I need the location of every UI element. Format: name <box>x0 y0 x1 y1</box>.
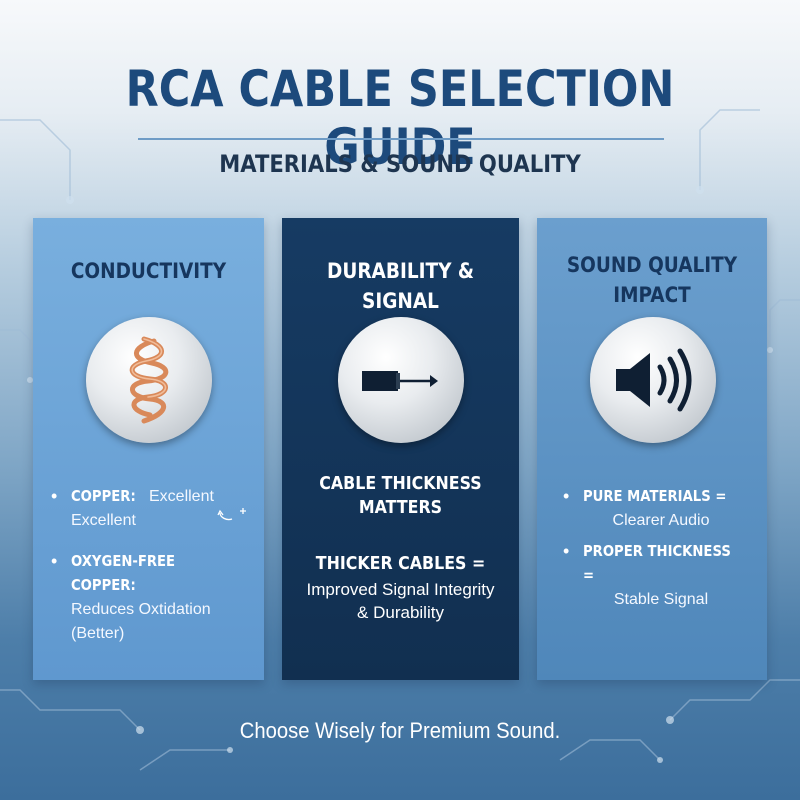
conductivity-heading: CONDUCTIVITY <box>70 259 227 283</box>
sound-quality-icon-disc <box>590 317 716 443</box>
copper-value: Excellent <box>149 488 214 505</box>
ofc-label: OXYGEN-FREE COPPER: <box>71 552 176 594</box>
sound-quality-list: PURE MATERIALS = Clearer Audio PROPER TH… <box>561 484 761 618</box>
sound-quality-heading: SOUND QUALITY IMPACT <box>551 250 753 310</box>
thicker-cables-line-2: & Durability <box>357 603 444 622</box>
pure-materials-label: PURE MATERIALS = <box>583 487 727 505</box>
conductivity-panel: CONDUCTIVITY COPPER: Excellent Excellent… <box>33 218 264 680</box>
thicker-cables-text: Improved Signal Integrity & Durability <box>282 578 519 624</box>
copper-value-2: Excellent <box>71 512 136 529</box>
copper-label: COPPER: <box>71 487 136 505</box>
curved-arrow-icon <box>217 508 246 521</box>
copper-coil-icon <box>129 336 169 424</box>
cable-thickness-line-1: CABLE THICKNESS <box>319 473 482 494</box>
proper-thickness-label: PROPER THICKNESS = <box>583 542 731 584</box>
ofc-value: Reduces Oxtidation (Better) <box>71 601 211 642</box>
proper-thickness-value: Stable Signal <box>613 591 709 608</box>
list-item: COPPER: Excellent Excellent <box>49 484 259 533</box>
thicker-cables-heading: THICKER CABLES = <box>315 553 486 574</box>
sound-quality-heading-line-2: IMPACT <box>613 283 691 307</box>
title-divider <box>138 138 664 140</box>
durability-icon-disc <box>338 317 464 443</box>
speaker-icon <box>616 348 692 412</box>
page-subtitle: MATERIALS & SOUND QUALITY <box>219 150 581 178</box>
thicker-cables-line-1: Improved Signal Integrity <box>306 580 495 599</box>
durability-panel: DURABILITY & SIGNAL CABLE THICKNESS MATT… <box>282 218 519 680</box>
conductivity-icon-disc <box>86 317 212 443</box>
list-item: PURE MATERIALS = Clearer Audio <box>561 484 761 533</box>
list-item: PROPER THICKNESS = Stable Signal <box>561 539 761 612</box>
conductivity-list: COPPER: Excellent Excellent OXYGEN-FREE … <box>49 484 259 662</box>
footer-tagline: Choose Wisely for Premium Sound. <box>239 718 561 743</box>
cable-thickness-line-2: MATTERS <box>358 497 443 518</box>
pure-materials-value: Clearer Audio <box>612 512 710 529</box>
cable-thickness-heading: CABLE THICKNESS MATTERS <box>296 472 505 520</box>
list-item: OXYGEN-FREE COPPER: Reduces Oxtidation (… <box>49 549 259 646</box>
cable-arrow-icon <box>362 371 438 391</box>
durability-heading: DURABILITY & SIGNAL <box>326 259 475 313</box>
sound-quality-panel: SOUND QUALITY IMPACT PURE MATERIALS = Cl… <box>537 218 767 680</box>
page-title: RCA CABLE SELECTION GUIDE <box>125 60 675 176</box>
sound-quality-heading-line-1: SOUND QUALITY <box>566 253 738 277</box>
